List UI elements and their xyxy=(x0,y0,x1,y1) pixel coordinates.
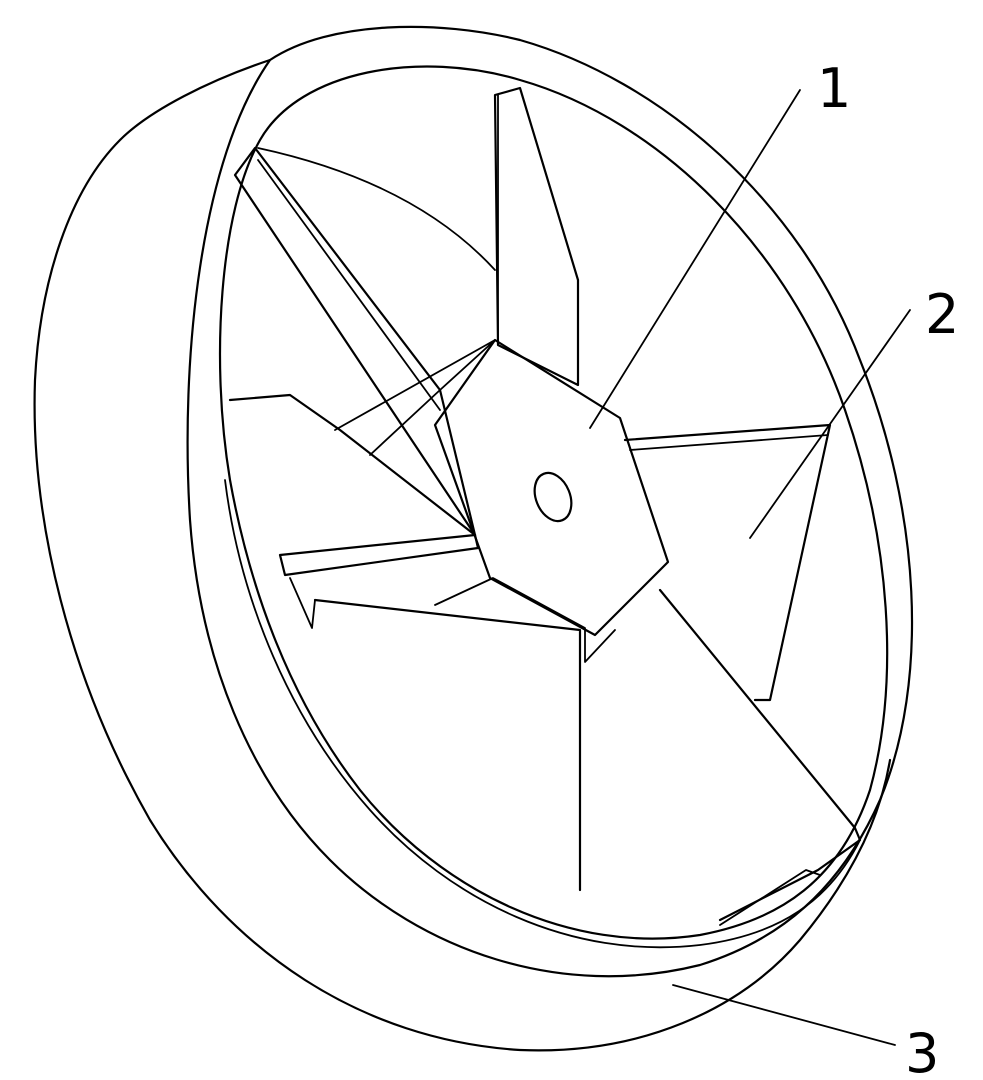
rim-inner-edge xyxy=(218,65,889,940)
housing-front-rim-outer xyxy=(186,25,914,978)
leader-line-2 xyxy=(749,309,911,539)
blade-left-lower xyxy=(278,533,480,577)
callout-3: 3 xyxy=(672,984,939,1080)
leader-line-1 xyxy=(589,89,801,429)
blade-upper-left-web xyxy=(334,339,496,456)
blade-left-ridge xyxy=(289,577,316,629)
blade-right-edge xyxy=(629,434,829,451)
front-rim xyxy=(218,65,889,949)
hub xyxy=(433,338,670,637)
callout-number-1: 1 xyxy=(817,57,851,120)
blade-top-curve xyxy=(257,147,496,271)
hub-shaft-hole xyxy=(533,471,573,523)
leader-line-3 xyxy=(672,984,896,1046)
callout-1: 1 xyxy=(589,57,851,429)
rim-bevel-line xyxy=(224,479,861,949)
blade-right xyxy=(623,423,832,702)
blade-lower-right-edge xyxy=(719,869,821,926)
callout-2: 2 xyxy=(749,283,959,539)
blade-lower-web xyxy=(434,577,616,663)
hub-face xyxy=(433,338,670,637)
blade-top xyxy=(493,86,580,387)
housing-ring xyxy=(33,25,914,1052)
blade-lower-right xyxy=(658,588,862,922)
housing-outer-back-edge xyxy=(33,58,892,1052)
callout-number-3: 3 xyxy=(905,1022,939,1080)
blade-upper-left-edge xyxy=(257,159,441,411)
fan-blades xyxy=(228,86,862,926)
blade-left xyxy=(228,393,477,537)
callout-number-2: 2 xyxy=(925,283,959,346)
blade-lower xyxy=(313,598,582,892)
blade-upper-left xyxy=(233,146,477,537)
